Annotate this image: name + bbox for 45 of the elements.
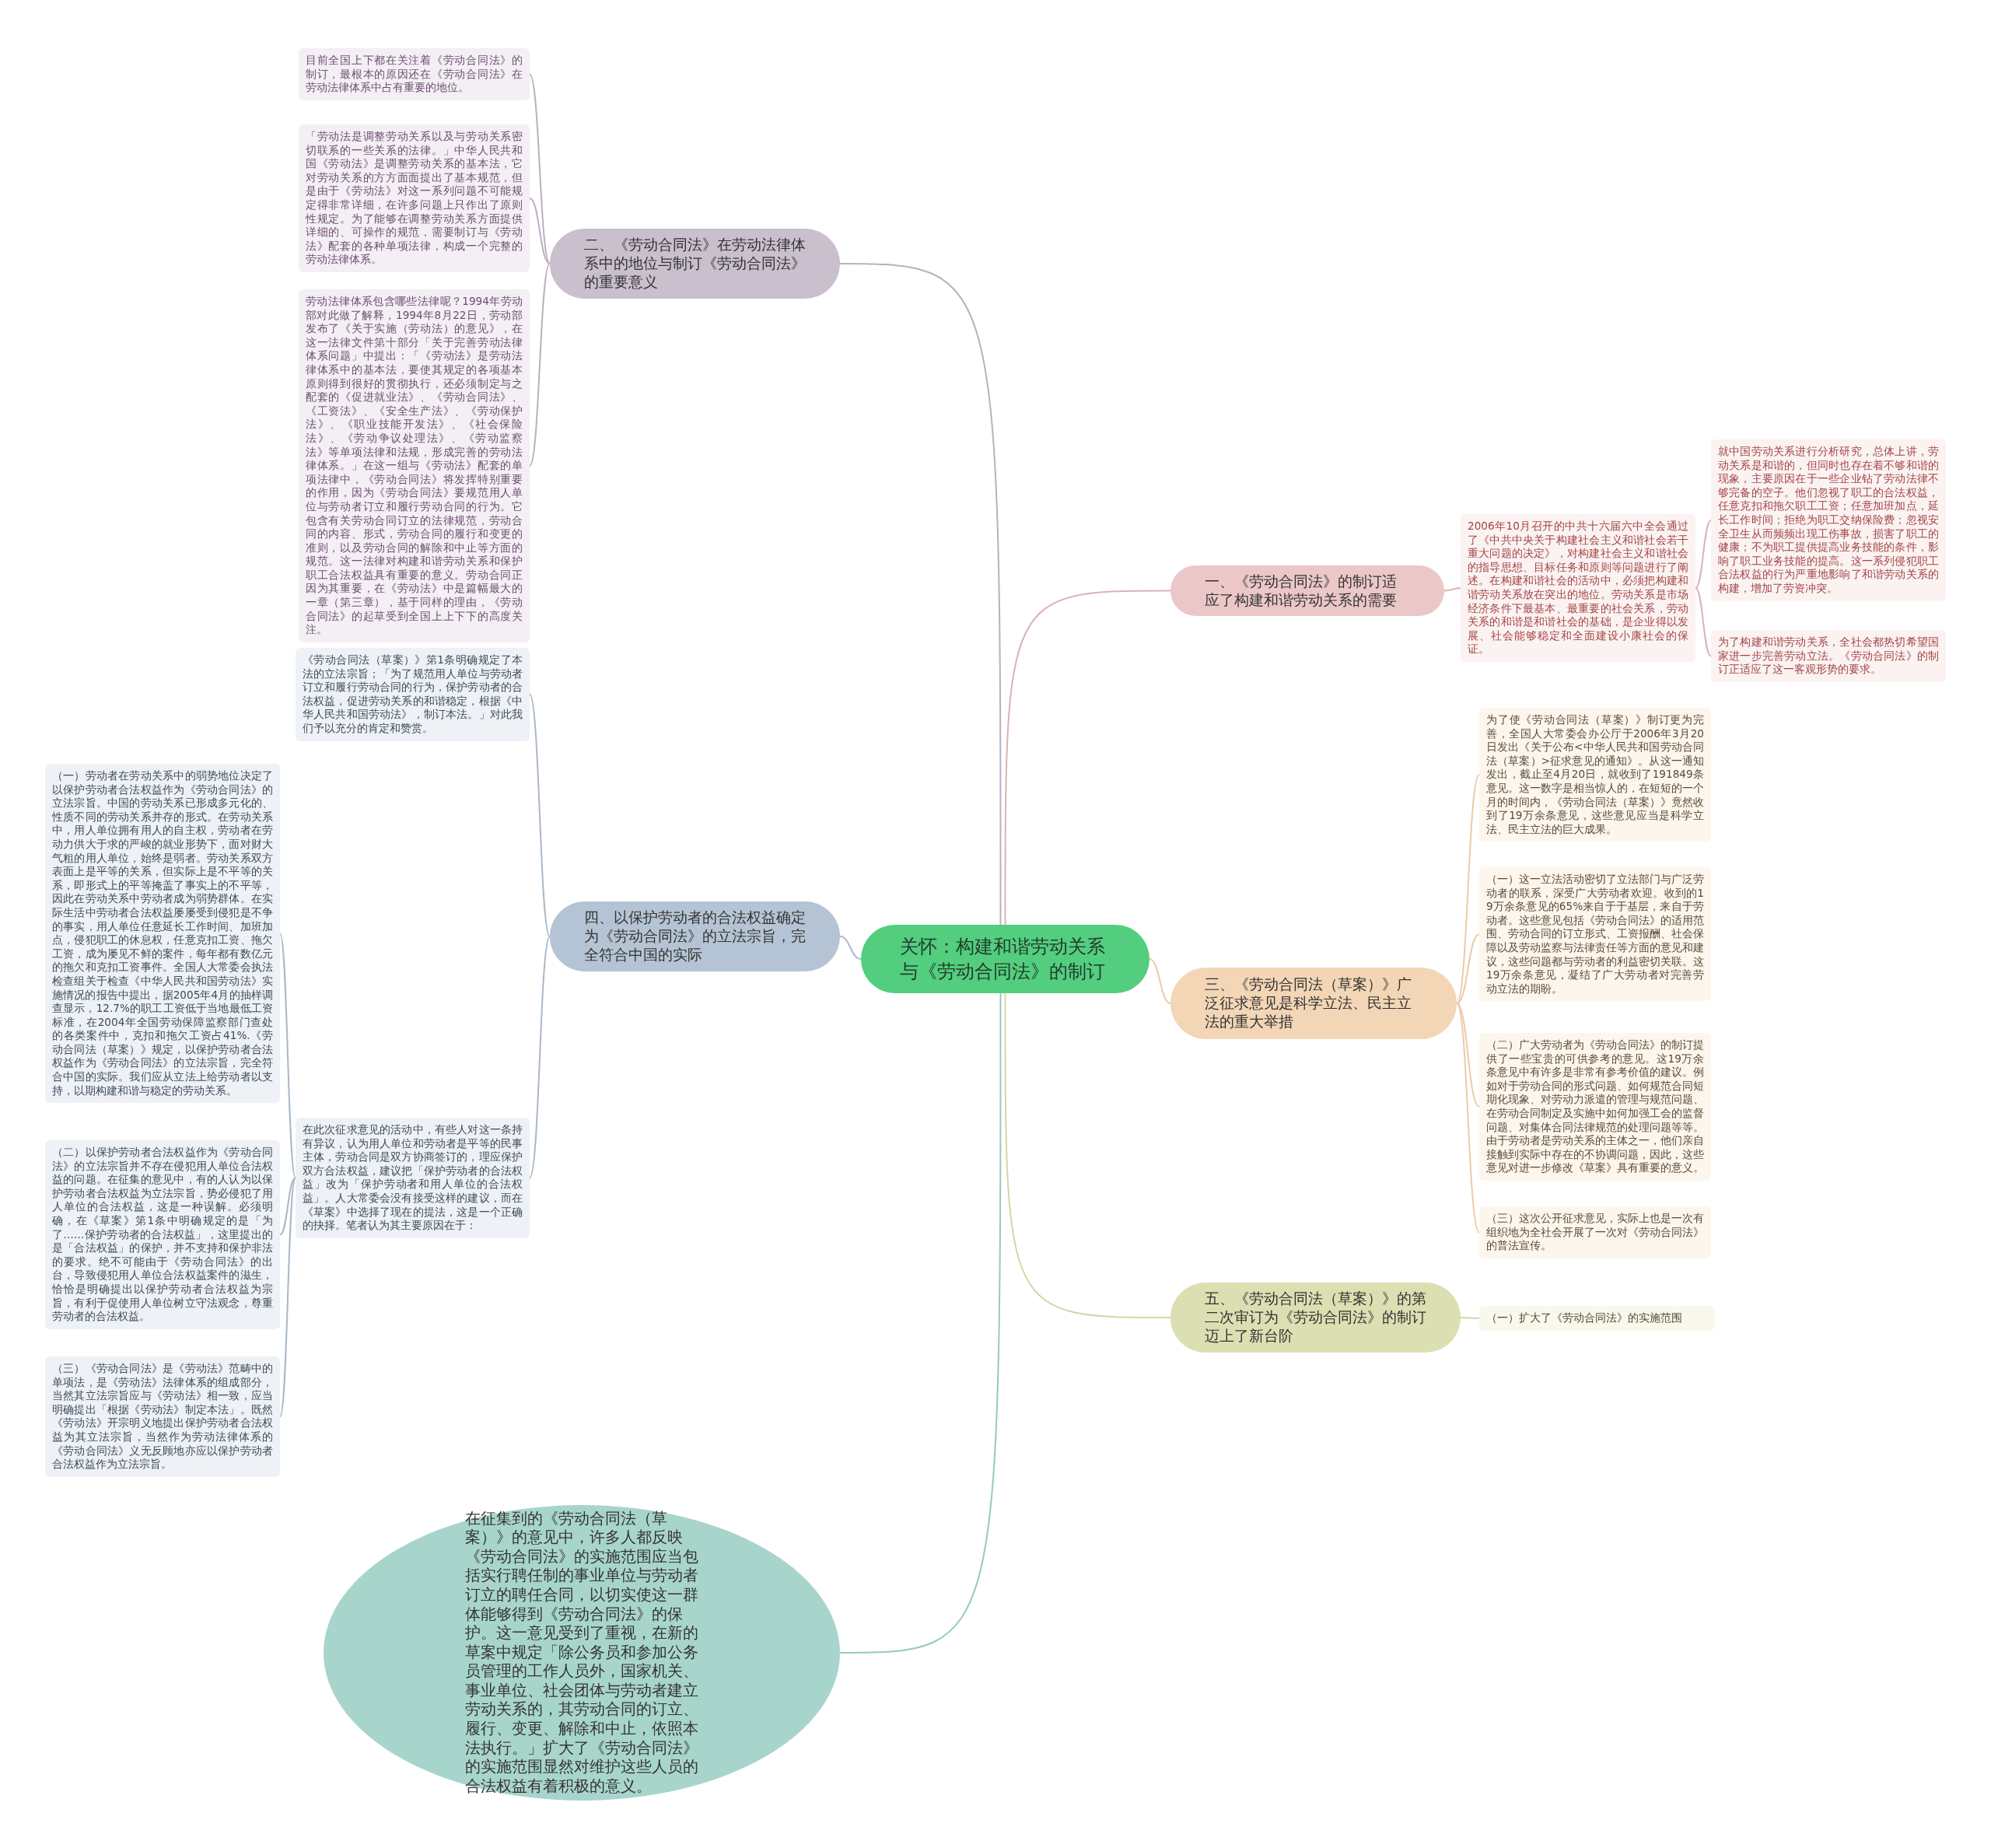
- connector-line: [279, 933, 296, 1179]
- note-card: （一）这一立法活动密切了立法部门与广泛劳动者的联系，深受广大劳动者欢迎。收到的19万余条意见的65%来自于于基层，来自于劳动者。这些意见包括《劳动合同法》的适用范围、劳动合同的订立形式、工资报酬、社会保障以及劳动监察与法律责任等方面的意见和建议，这些问题都与劳动者的利益密切关联。这19万余条意见，凝结了广大劳动者对完善劳动立法的期盼。: [1479, 867, 1711, 1002]
- branch-topic: 五、《劳动合同法（草案）》的第二次审订为《劳动合同法》的制订迈上了新台阶: [1170, 1283, 1461, 1353]
- note-card: 2006年10月召开的中共十六届六中全会通过了《中共中央关于构建社会主义和谐社会若干重大问题的决定》，对构建社会主义和谐社会的指导思想、目标任务和原则等问题进行了阐述。在构建和谐社会的活动中，必须把构建和谐劳动关系放在突出的地位。劳动关系是市场经济条件下最基本、最重要的社会关系，劳动关系的和谐是和谐社会的基础，是企业得以发展、社会能够稳定和全面建设小康社会的保证。: [1461, 514, 1695, 662]
- note-card: 目前全国上下都在关注着《劳动合同法》的制订，最根本的原因还在《劳动合同法》在劳动法律体系中占有重要的地位。: [299, 48, 530, 100]
- connector-line: [279, 1177, 296, 1236]
- connector-line: [279, 1177, 296, 1418]
- branch-topic: 三、《劳动合同法（草案）》广泛征求意见是科学立法、民主立法的重大举措: [1170, 968, 1457, 1039]
- connector-line: [529, 73, 551, 264]
- central-topic: 关怀：构建和谐劳动关系与《劳动合同法》的制订: [861, 925, 1149, 993]
- oval-topic: 在征集到的《劳动合同法（草案）》的意见中，许多人都反映《劳动合同法》的实施范围应当包括实行聘任制的事业单位与劳动者订立的聘任合同，以切实使这一群体能够得到《劳动合同法》的保护。这一意见受到了重视，在新的草案中规定「除公务员和参加公务员管理的工作人员外，国家机关、事业单位、社会团体与劳动者建立劳动关系的，其劳动合同的订立、履行、变更、解除和中止，依照本法执行。」扩大了《劳动合同法》的实施范围显然对维护这些人员的合法权益有着积极的意义。: [324, 1505, 840, 1801]
- note-card: 「劳动法是调整劳动关系以及与劳动关系密切联系的一些关系的法律。」中华人民共和国《劳动法》是调整劳动关系的基本法，它对劳动关系的方方面面提出了基本规范，但是由于《劳动法》对这一系列问题不可能规定得非常详细，在许多问题上只作出了原则性规定。为了能够在调整劳动关系方面提供详细的、可操作的规范，需要制订与《劳动法》配套的各种单项法律，构成一个完整的劳动法律体系。: [299, 124, 530, 272]
- note-card: （三）这次公开征求意见，实际上也是一次有组织地为全社会开展了一次对《劳动合同法》的普法宣传。: [1479, 1206, 1711, 1258]
- connector-line: [529, 197, 551, 264]
- connector-line: [839, 992, 1002, 1654]
- note-card: （三）《劳动合同法》是《劳动法》范畴中的单项法，是《劳动法》法律体系的组成部分，当然其立法宗旨应与《劳动法》相一致，应当明确提出「根据《劳动法》制定本法」。既然《劳动法》开宗明义地提出保护劳动者合法权益为其立法宗旨，当然作为劳动法律体系的《劳动合同法》义无反顾地亦应以保护劳动者合法权益作为立法宗旨。: [45, 1356, 280, 1477]
- connector-line: [1149, 958, 1171, 1004]
- connector-line: [1456, 1003, 1480, 1234]
- connector-line: [839, 936, 862, 960]
- branch-topic: 四、以保护劳动者的合法权益确定为《劳动合同法》的立法宗旨，完全符合中国的实际: [550, 901, 840, 971]
- branch-topic: 一、《劳动合同法》的制订适应了构建和谐劳动关系的需要: [1170, 565, 1444, 616]
- connector-line: [1695, 519, 1712, 589]
- connector-line: [839, 263, 1002, 926]
- connector-line: [1456, 1003, 1480, 1108]
- branch-topic: 二、《劳动合同法》在劳动法律体系中的地位与制订《劳动合同法》的重要意义: [550, 229, 840, 299]
- connector-line: [1443, 586, 1461, 592]
- connector-line: [529, 936, 551, 1179]
- note-card: 《劳动合同法（草案）》第1条明确规定了本法的立法宗旨；「为了规范用人单位与劳动者订立和履行劳动合同的行为，保护劳动者的合法权益，促进劳动关系的和谐稳定，根据《中华人民共和国劳动法》，制订本法。」对此我们予以充分的肯定和赞赏。: [296, 648, 530, 741]
- note-card: 劳动法律体系包含哪些法律呢？1994年劳动部对此做了解释，1994年8月22日，劳动部发布了《关于实施（劳动法）的意见》，在这一法律文件第十部分「关于完善劳动法律体系问题」中提出：「《劳动法》是劳动法律体系中的基本法，要使其规定的各项基本原则得到很好的贯彻执行，还必须制定与之配套的《促进就业法》、《劳动合同法》、《工资法》、《安全生产法》、《劳动保护法》、《职业技能开发法》、《社会保险法》、《劳动争议处理法》、《劳动监察法》等单项法律和法规，形成完善的劳动法律体系。」在这一组与《劳动法》配套的单项法律中，《劳动合同法》将发挥特别重要的作用，因为《劳动合同法》要规范用人单位与劳动者订立和履行劳动合同的行为。它包含有关劳动合同订立的法律规范，劳动合同的内容、形式，劳动合同的履行和变更的准则，以及劳动合同的解除和中止等方面的规范。这一法律对构建和谐劳动关系和保护职工合法权益具有重要的意义。劳动合同正因为其重要，在《劳动法》中是篇幅最大的一章（第三章），基于同样的理由，《劳动合同法》的起草受到全国上上下下的高度关注。: [299, 289, 530, 642]
- note-card: 为了使《劳动合同法（草案）》制订更为完善，全国人大常委会办公厅于2006年3月20日发出《关于公布<中华人民共和国劳动合同法（草案）>征求意见的通知》。从这一通知发出，截止至4月20日，就收到了191849条意见。这一数字是相当惊人的，在短短的一个月的时间内，《劳动合同法（草案）》竟然收到了19万余条意见，这些意见应当是科学立法、民主立法的巨大成果。: [1479, 708, 1711, 842]
- connector-line: [1456, 933, 1480, 1004]
- connector-line: [529, 693, 551, 937]
- connector-line: [1460, 1317, 1480, 1319]
- note-card: 在此次征求意见的活动中，有些人对这一条持有异议，认为用人单位和劳动者是平等的民事主体，劳动合同是双方协商签订的，理应保护双方合法权益，建议把「保护劳动者的合法权益」改为「保护劳动者和用人单位的合法权益」。人大常委会没有接受这样的建议，而在《草案》中选择了现在的提法，这是一个正确的抉择。笔者认为其主要原因在于：: [296, 1118, 530, 1238]
- note-card: （一）扩大了《劳动合同法》的实施范围: [1479, 1306, 1715, 1331]
- connector-line: [1004, 992, 1171, 1318]
- note-card: （一）劳动者在劳动关系中的弱势地位决定了以保护劳动者合法权益作为《劳动合同法》的立法宗旨。中国的劳动关系已形成多元化的、性质不同的劳动关系并存的形式。在劳动关系中，用人单位拥有用人的自主权，劳动者在劳动力供大于求的严峻的就业形势下，面对财大气粗的用人单位，始终是弱者。劳动关系双方表面上是平等的关系，但实际上是不平等的关系，即形式上的平等掩盖了事实上的不平等，因此在劳动关系中劳动者成为弱势群体。在实际生活中劳动者合法权益屡屡受到侵犯是不争的事实，用人单位任意延长工作时间、加班加点，侵犯职工的休息权，任意克扣工资、拖欠工资，成为屡见不鲜的案件，每年都有数亿元的拖欠和克扣工资事件。全国人大常委会执法检查组关于检查《中华人民共和国劳动法》实施情况的报告中提出，据2005年4月的抽样调查显示，12.7%的职工工资低于当地最低工资标准，在2004年全国劳动保障监察部门查处的各类案件中，克扣和拖欠工资占41%.《劳动合同法（草案）》规定，以保护劳动者合法权益作为《劳动合同法》的立法宗旨，完全符合中国的实际。我们应从立法上给劳动者以支持，以期构建和谐与稳定的劳动关系。: [45, 764, 280, 1104]
- connector-line: [1456, 774, 1480, 1004]
- note-card: （二）以保护劳动者合法权益作为《劳动合同法》的立法宗旨并不存在侵犯用人单位合法权益的问题。在征集的意见中，有的人认为以保护劳动者合法权益为立法宗旨，势必侵犯了用人单位的合法权益，这是一种误解。必须明确，在《草案》第1条中明确规定的是「为了……保护劳动者的合法权益」，这里提出的是「合法权益」的保护，并不支持和保护非法的要求。绝不可能由于《劳动合同法》的出台，导致侵犯用人单位合法权益案件的滋生，恰恰是明确提出以保护劳动者合法权益为宗旨，有利于促使用人单位树立守法观念，尊重劳动者的合法权益。: [45, 1140, 280, 1329]
- connector-line: [1695, 586, 1712, 657]
- note-card: 就中国劳动关系进行分析研究，总体上讲，劳动关系是和谐的，但同时也存在着不够和谐的现象，主要原因在于一些企业钻了劳动法律不够完备的空子。他们忽视了职工的合法权益，任意克扣和拖欠职工工资；任意加班加点，延长工作时间；拒绝为职工交纳保险费；忽视安全卫生从而频频出现工伤事故，损害了职工的健康；不为职工提供提高业务技能的条件，影响了职工业务技能的提高。这一系列侵犯职工合法权益的行为严重地影响了和谐劳动关系的构建，增加了劳资冲突。: [1711, 439, 1946, 601]
- note-card: （二）广大劳动者为《劳动合同法》的制订提供了一些宝贵的可供参考的意见。这19万余条意见中有许多是非常有参考价值的建议。例如对于劳动合同的形式问题、如何规范合同短期化现象、对劳动力派遣的管理与规范问题、在劳动合同制定及实施中如何加强工会的监督问题、对集体合同法律规范的处理问题等等。由于劳动者是劳动关系的主体之一，他们亲自接触到实际中存在的不协调问题，因此，这些意见对进一步修改《草案》具有重要的意义。: [1479, 1033, 1711, 1181]
- note-card: 为了构建和谐劳动关系，全社会都热切希望国家进一步完善劳动立法。《劳动合同法》的制订正适应了这一客观形势的要求。: [1711, 630, 1946, 682]
- connector-line: [529, 263, 551, 467]
- connector-line: [1004, 590, 1171, 926]
